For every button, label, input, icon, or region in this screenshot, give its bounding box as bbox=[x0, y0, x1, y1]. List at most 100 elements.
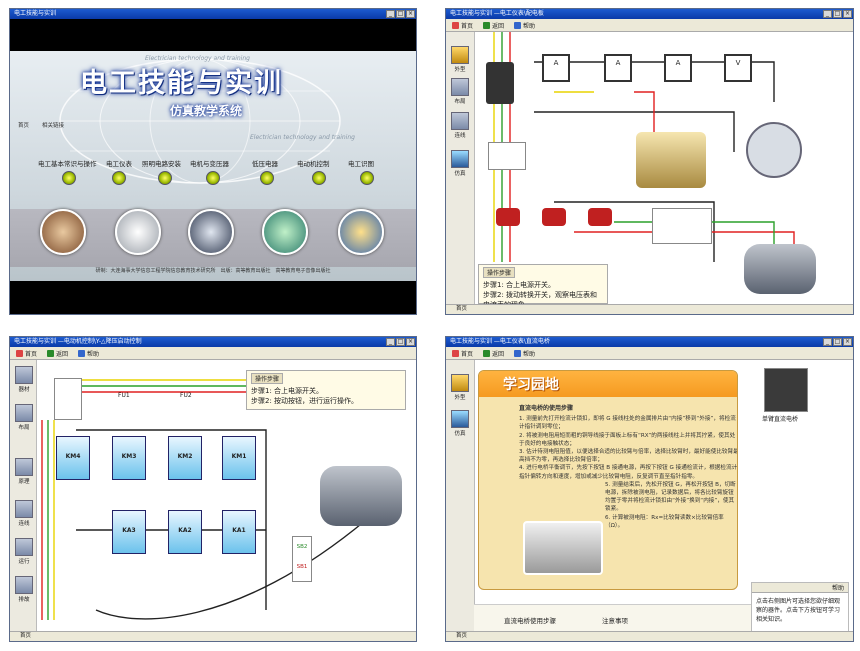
side-item-simulate[interactable]: 仿真 bbox=[449, 410, 471, 437]
book-line-1: 1. 测量前先打开检流计锁扣，即将 G 接线柱处的金属排片由“内接”移到“外接”… bbox=[519, 416, 736, 431]
knife-switch[interactable] bbox=[486, 62, 514, 104]
book-line-4: 4. 进行电桥平衡调节，先按下按钮 B 接通电源，再按下按钮 G 接通检流计，根… bbox=[519, 465, 738, 480]
window-title: 电工技能与实训 —电工仪表\直流电桥 bbox=[446, 337, 853, 347]
side-item-wiring[interactable]: 连线 bbox=[13, 500, 35, 527]
step-2: 步骤2: 拨动转换开关，观察电压表和电流表的现象。 bbox=[483, 291, 598, 306]
menu-dot-5[interactable] bbox=[260, 171, 274, 185]
thumb-label: 单臂直流电桥 bbox=[762, 416, 799, 423]
relay-ka1[interactable]: KA1 bbox=[222, 510, 256, 554]
menu-item-motor-control[interactable]: 电动机控制 bbox=[297, 160, 330, 168]
help-icon bbox=[514, 349, 522, 357]
side-item-layout[interactable]: 布局 bbox=[13, 404, 35, 431]
english-tag-top: Electrician technology and training bbox=[145, 55, 250, 62]
panel-distribution-board: 电工技能与实训 —电工仪表\配电板 _□× 首页 返回 帮助 外型 布局 连线 … bbox=[445, 8, 854, 315]
menu-item-low-voltage[interactable]: 低压电器 bbox=[252, 160, 278, 168]
contactor-km3[interactable]: KM3 bbox=[112, 436, 146, 480]
close-button[interactable]: × bbox=[406, 10, 415, 18]
help-panel: 帮助 点击右侧图片可选择您欲仔细观察的器件。点击下方按钮可学习相关知识。 bbox=[751, 582, 849, 633]
menu-dot-1[interactable] bbox=[62, 171, 76, 185]
contactor-km2[interactable]: KM2 bbox=[168, 436, 202, 480]
menu-dot-6[interactable] bbox=[312, 171, 326, 185]
top-black-band bbox=[10, 19, 416, 51]
menu-item-instruments[interactable]: 电工仪表 bbox=[106, 160, 132, 168]
side-item-equipment[interactable]: 器材 bbox=[13, 366, 35, 393]
photo-lamp bbox=[188, 209, 234, 255]
steps-header: 操作步骤 bbox=[483, 267, 516, 278]
status-bar[interactable]: 首页 bbox=[446, 304, 853, 314]
maximize-button[interactable]: □ bbox=[396, 10, 405, 18]
back-button[interactable]: 返回 bbox=[483, 21, 504, 30]
book-line-2: 2. 将被测电阻用短而粗的铜导线接于面板上标有“RX”的两接线柱上并将其拧紧，使… bbox=[519, 432, 736, 447]
breaker[interactable] bbox=[54, 378, 82, 420]
button-sb1[interactable]: SB1 bbox=[296, 564, 308, 570]
status-bar[interactable]: 首页 bbox=[10, 631, 416, 641]
book-line-5: 5. 测量结束后，先松开按钮 G，再松开按钮 B，切断电源，拆除被测电阻，记录数… bbox=[605, 481, 736, 513]
side-item-wiring[interactable]: 连线 bbox=[449, 112, 471, 139]
menu-item-lighting[interactable]: 照明电路安装 bbox=[142, 160, 181, 168]
side-item-appearance[interactable]: 外型 bbox=[449, 46, 471, 73]
side-item-principle[interactable]: 原理 bbox=[13, 458, 35, 485]
relay-ka3[interactable]: KA3 bbox=[112, 510, 146, 554]
toolbar: 首页 返回 帮助 bbox=[446, 347, 853, 360]
back-icon bbox=[483, 349, 491, 357]
step-1: 步骤1: 合上电源开关。 bbox=[483, 281, 556, 289]
help-button[interactable]: 帮助 bbox=[78, 349, 99, 358]
menu-dot-3[interactable] bbox=[158, 171, 172, 185]
relay-ka2[interactable]: KA2 bbox=[168, 510, 202, 554]
help-button[interactable]: 帮助 bbox=[514, 21, 535, 30]
thumb-dc-bridge[interactable] bbox=[764, 368, 808, 412]
status-bar[interactable]: 首页 bbox=[446, 631, 853, 641]
book-text: 直流电桥的使用步骤 1. 测量前先打开检流计锁扣，即将 G 接线柱处的金属排片由… bbox=[519, 405, 738, 530]
maximize-button[interactable]: □ bbox=[833, 338, 842, 346]
home-button[interactable]: 首页 bbox=[452, 349, 473, 358]
wiring-icon bbox=[451, 112, 469, 130]
motor bbox=[744, 244, 816, 294]
step-1: 步骤1: 合上电源开关。 bbox=[251, 387, 324, 395]
related-link[interactable]: 相关链接 bbox=[42, 123, 65, 129]
minimize-button[interactable]: _ bbox=[386, 338, 395, 346]
minimize-button[interactable]: _ bbox=[823, 338, 832, 346]
home-button[interactable]: 首页 bbox=[452, 21, 473, 30]
maximize-button[interactable]: □ bbox=[833, 10, 842, 18]
toolbar: 首页 返回 帮助 bbox=[446, 19, 853, 32]
monitor-icon bbox=[451, 410, 469, 428]
tab-notes[interactable]: 注意事项 bbox=[602, 617, 628, 625]
book-heading: 直流电桥的使用步骤 bbox=[519, 405, 574, 412]
menu-dot-2[interactable] bbox=[112, 171, 126, 185]
home-link[interactable]: 首页 bbox=[18, 123, 30, 129]
maximize-button[interactable]: □ bbox=[396, 338, 405, 346]
side-item-layout[interactable]: 布局 bbox=[449, 78, 471, 105]
minimize-button[interactable]: _ bbox=[386, 10, 395, 18]
home-button[interactable]: 首页 bbox=[16, 349, 37, 358]
button-sb2[interactable]: SB2 bbox=[296, 544, 308, 550]
home-icon bbox=[16, 349, 23, 357]
contactor-km1[interactable]: KM1 bbox=[222, 436, 256, 480]
menu-dot-4[interactable] bbox=[206, 171, 220, 185]
panel-motor-control: 电工技能与实训 —电动机控制\Y-△降压启动控制 _□× 首页 返回 帮助 器材… bbox=[9, 336, 417, 642]
help-text: 点击右侧图片可选择您欲仔细观察的器件。点击下方按钮可学习相关知识。 bbox=[756, 598, 841, 623]
window-controls: _□× bbox=[823, 338, 852, 346]
back-button[interactable]: 返回 bbox=[483, 349, 504, 358]
menu-dot-7[interactable] bbox=[360, 171, 374, 185]
close-button[interactable]: × bbox=[406, 338, 415, 346]
side-item-simulate[interactable]: 仿真 bbox=[449, 150, 471, 177]
troubleshoot-icon bbox=[15, 576, 33, 594]
menu-item-diagrams[interactable]: 电工识图 bbox=[348, 160, 374, 168]
tab-usage-steps[interactable]: 直流电桥使用步骤 bbox=[504, 617, 556, 625]
close-button[interactable]: × bbox=[843, 338, 852, 346]
box-icon bbox=[451, 374, 469, 392]
rotary-switch[interactable] bbox=[636, 132, 706, 188]
side-toolbar bbox=[446, 32, 475, 306]
menu-item-basics[interactable]: 电工基本常识与操作 bbox=[38, 160, 97, 168]
photo-tools bbox=[40, 209, 86, 255]
contactor-km4[interactable]: KM4 bbox=[56, 436, 90, 480]
menu-item-motor-transformer[interactable]: 电机与变压器 bbox=[190, 160, 229, 168]
side-item-appearance[interactable]: 外型 bbox=[449, 374, 471, 401]
help-button[interactable]: 帮助 bbox=[514, 349, 535, 358]
side-item-troubleshoot[interactable]: 排故 bbox=[13, 576, 35, 603]
side-item-run[interactable]: 运行 bbox=[13, 538, 35, 565]
close-button[interactable]: × bbox=[843, 10, 852, 18]
back-button[interactable]: 返回 bbox=[47, 349, 68, 358]
minimize-button[interactable]: _ bbox=[823, 10, 832, 18]
book-line-3: 3. 估计待测电阻阻值，以便选择合适的比较臂与倍率，选择比较臂时，最好能使比较臂… bbox=[519, 449, 738, 464]
